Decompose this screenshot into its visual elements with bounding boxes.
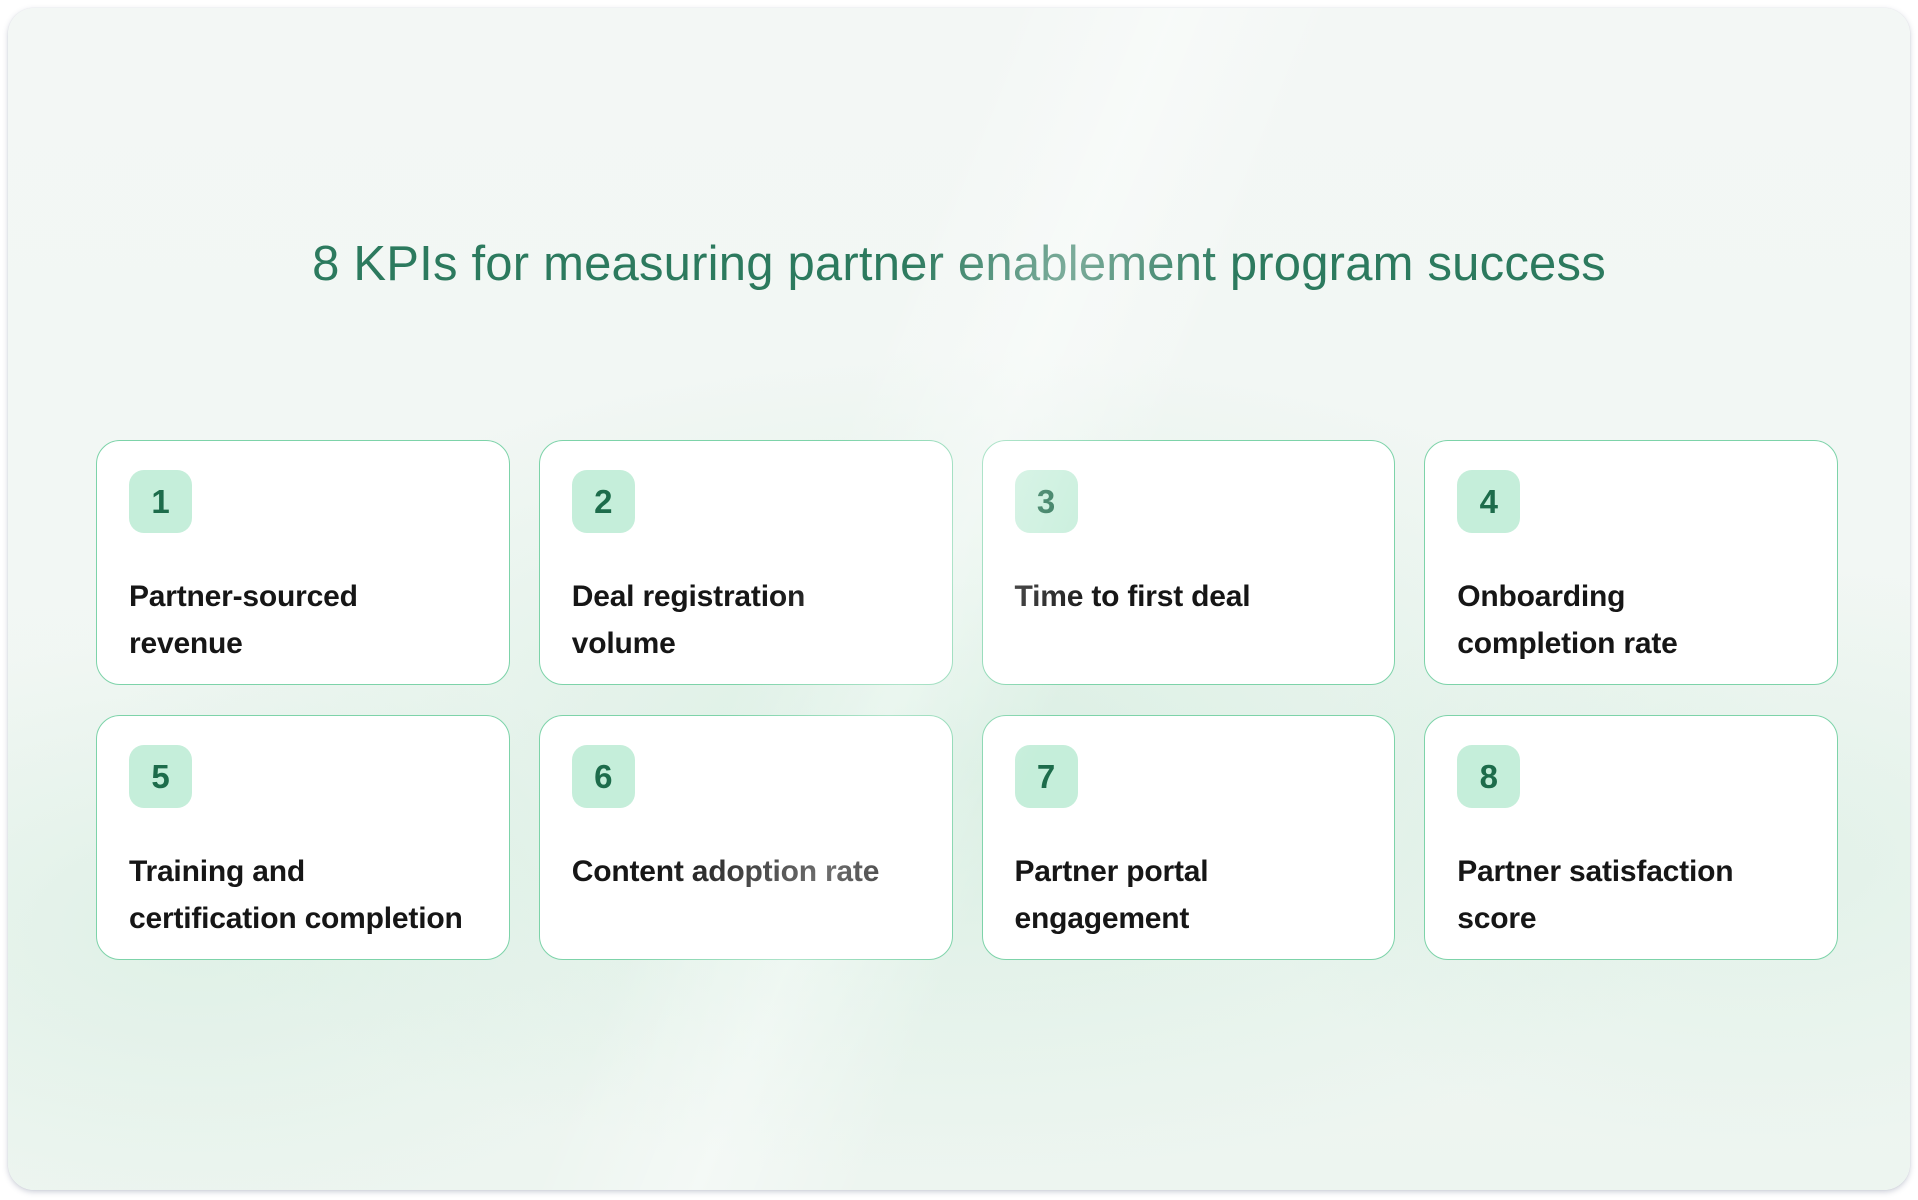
kpi-number-badge: 7 xyxy=(1014,745,1078,808)
kpi-card: 2 Deal registration volume xyxy=(538,440,953,685)
kpi-label: Deal registration volume xyxy=(571,580,806,660)
kpi-number: 7 xyxy=(1036,758,1056,795)
kpi-card: 5 Training and certification completion xyxy=(96,715,510,960)
kpi-label: Partner-sourced revenue xyxy=(129,580,358,660)
kpi-number: 8 xyxy=(1479,758,1498,795)
kpi-number: 6 xyxy=(594,758,613,795)
kpi-number: 4 xyxy=(1479,483,1498,520)
kpi-number-badge: 5 xyxy=(129,745,192,808)
kpi-label: Onboarding completion rate xyxy=(1457,580,1678,660)
kpi-label: Partner satisfaction score xyxy=(1457,855,1734,935)
kpi-number-badge: 8 xyxy=(1457,745,1521,808)
kpi-number: 2 xyxy=(594,483,613,520)
kpi-number-badge: 4 xyxy=(1457,470,1521,533)
kpi-card: 1 Partner-sourced revenue xyxy=(96,440,510,685)
kpi-card: 6 Content adoption rate xyxy=(538,715,953,960)
kpi-number-badge: 1 xyxy=(129,470,192,533)
page-title: 8 KPIs for measuring partner enablement … xyxy=(312,237,1606,291)
kpi-card: 8 Partner satisfaction score xyxy=(1424,715,1838,960)
kpi-number: 1 xyxy=(151,483,170,520)
kpi-number: 5 xyxy=(151,758,170,795)
kpi-label: Content adoption rate xyxy=(571,855,880,888)
kpi-label: Training and certification completion xyxy=(129,855,463,935)
infographic-canvas: 8 KPIs for measuring partner enablement … xyxy=(8,8,1910,1190)
kpi-card: 7 Partner portal engagement xyxy=(981,715,1396,960)
kpi-card: 3 Time to first deal xyxy=(981,440,1396,685)
kpi-label: Time to first deal xyxy=(1014,580,1251,613)
kpi-grid: 1 Partner-sourced revenue 2 Deal registr… xyxy=(96,440,1838,960)
kpi-number-badge: 6 xyxy=(571,745,635,808)
kpi-card: 4 Onboarding completion rate xyxy=(1424,440,1838,685)
kpi-number: 3 xyxy=(1036,483,1056,520)
kpi-number-badge: 3 xyxy=(1014,470,1078,533)
kpi-number-badge: 2 xyxy=(571,470,635,533)
kpi-label: Partner portal engagement xyxy=(1014,855,1209,935)
